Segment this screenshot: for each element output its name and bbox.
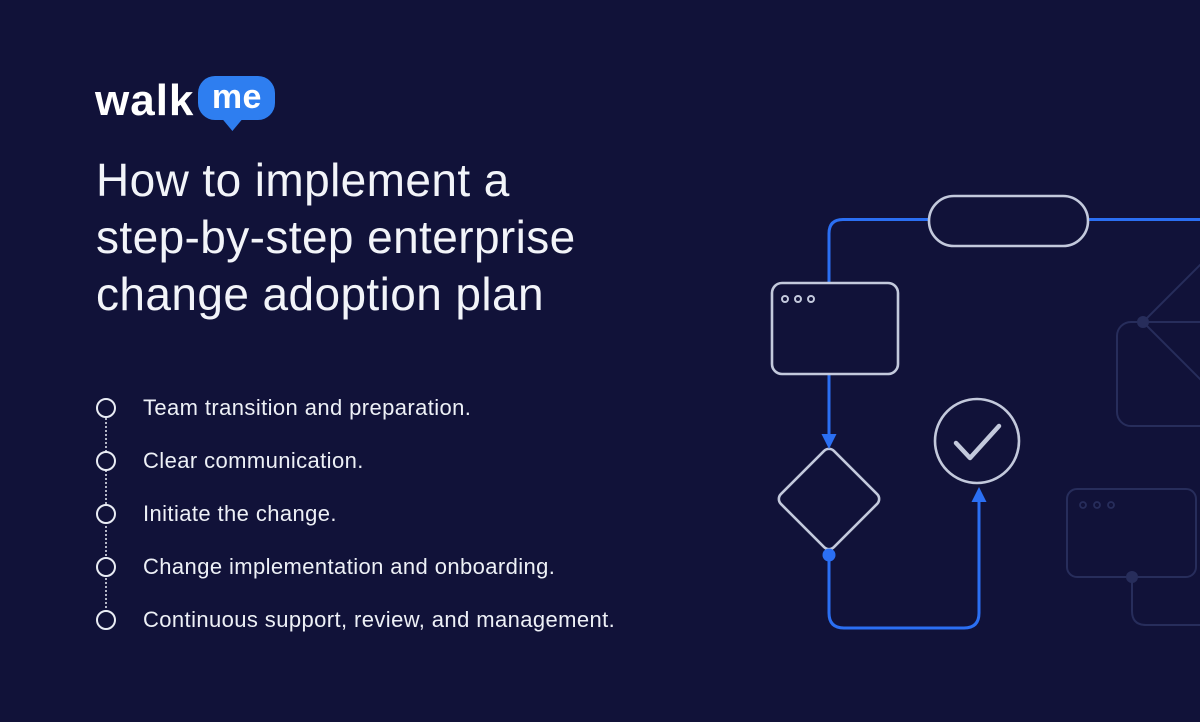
title-line-2: step-by-step enterprise <box>96 211 576 263</box>
title-line-3: change adoption plan <box>96 268 544 320</box>
connector-pill-to-diamond <box>827 218 931 438</box>
list-item: Initiate the change. <box>96 487 716 540</box>
checkmark-icon <box>953 423 1002 461</box>
faint-shapes-group <box>1066 263 1200 626</box>
faint-connector-line <box>1131 577 1200 626</box>
list-item-label: Change implementation and onboarding. <box>143 553 556 579</box>
window-dots-icon <box>781 295 815 303</box>
page-title: How to implement a step-by-step enterpri… <box>96 152 576 323</box>
bullet-circle-icon <box>96 609 116 630</box>
blue-arrows-group <box>821 434 987 562</box>
list-item: Clear communication. <box>96 434 716 487</box>
start-pill-node <box>927 194 1090 248</box>
faint-rounded-rect-node <box>1116 321 1200 427</box>
decision-diamond-node <box>777 447 881 551</box>
list-item-label: Clear communication. <box>143 447 364 473</box>
nodes-group <box>770 194 1090 551</box>
walkme-logo[interactable]: walk me <box>95 66 276 126</box>
bullet-circle-icon <box>96 503 116 524</box>
blue-connectors-group <box>827 218 1200 630</box>
check-circle-icon <box>933 397 1021 485</box>
list-item-label: Team transition and preparation. <box>143 394 472 420</box>
walkme-logo-me-text: me <box>211 78 262 116</box>
blue-connector-dot <box>822 548 836 562</box>
bullet-circle-icon <box>96 397 116 418</box>
list-item-label: Continuous support, review, and manageme… <box>143 606 616 632</box>
bullet-circle-icon <box>96 556 116 577</box>
faint-browser-window-node <box>1066 488 1197 578</box>
faint-diamond-node <box>1142 263 1200 381</box>
bullet-circle-icon <box>96 450 116 471</box>
list-item: Continuous support, review, and manageme… <box>96 593 716 646</box>
connector-diamond-to-circle <box>827 498 981 630</box>
up-arrow-icon <box>971 487 987 502</box>
checklist: Team transition and preparation. Clear c… <box>96 381 716 646</box>
title-line-1: How to implement a <box>96 154 510 206</box>
walkme-logo-speech-bubble: me <box>198 76 276 120</box>
faint-connector-dot <box>1137 316 1149 328</box>
list-item-label: Initiate the change. <box>143 500 337 526</box>
faint-window-dots-icon <box>1079 501 1115 509</box>
list-item: Team transition and preparation. <box>96 381 716 434</box>
browser-window-node <box>770 281 900 376</box>
down-arrow-icon <box>821 434 837 449</box>
faint-connector-dot <box>1126 571 1138 583</box>
walkme-logo-walk-text: walk <box>95 76 195 125</box>
list-item: Change implementation and onboarding. <box>96 540 716 593</box>
